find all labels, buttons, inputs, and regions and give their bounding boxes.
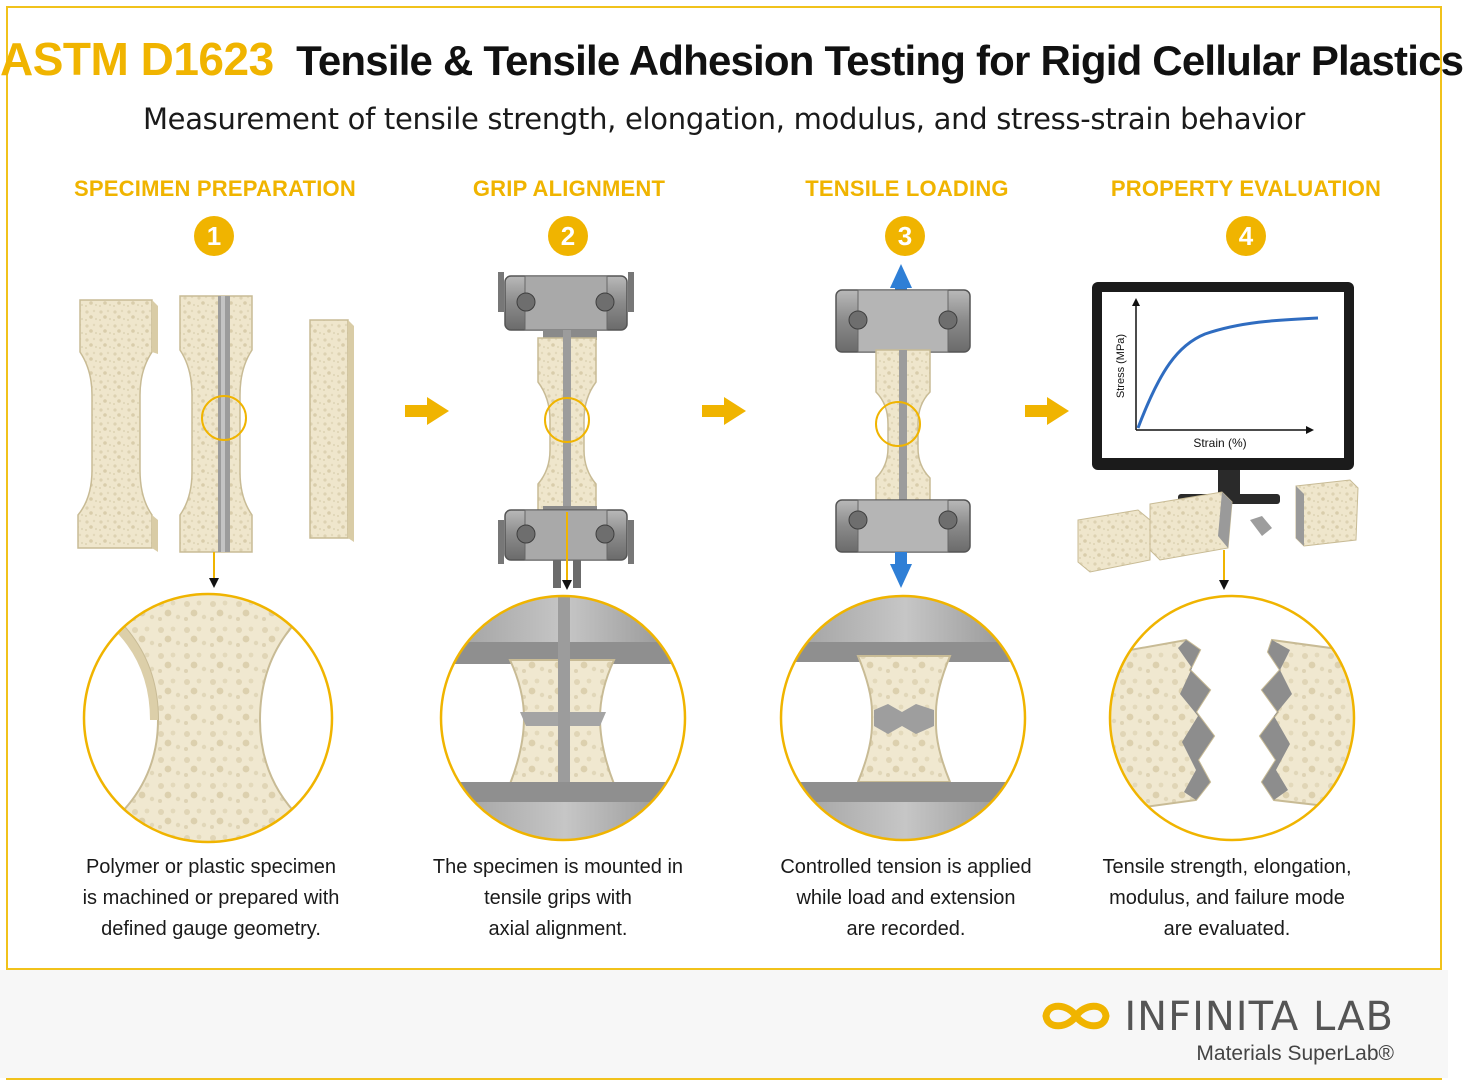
brand-name: INFINITA LAB [1124,994,1394,1040]
step-2-title: GRIP ALIGNMENT [472,176,666,201]
flow-arrow-3 [1025,397,1069,425]
detail-circle-1 [82,592,334,844]
chart-xlabel: Strain (%) [1193,436,1247,450]
step-2-badge: 2 [548,216,588,256]
monitor [1092,282,1354,504]
flow-arrow-2 [702,397,746,425]
step-2-description: The specimen is mounted in tensile grips… [432,856,684,940]
step-3-badge: 3 [885,216,925,256]
title-text: Tensile & Tensile Adhesion Testing for R… [296,37,1463,84]
footer [0,970,1448,1078]
step-4-description: Tensile strength, elongation, modulus, a… [1102,856,1352,940]
bar-specimen [309,319,354,542]
dogbone-specimen-left [77,299,158,552]
step-3-title: TENSILE LOADING [805,176,1009,201]
brand-tagline: Materials SuperLab® [1196,1042,1394,1065]
standard-code: ASTM D1623 [0,33,274,85]
step-1-description: Polymer or plastic specimen is machined … [82,856,340,940]
step-3-description: Controlled tension is applied while load… [780,856,1032,940]
dogbone-specimen-notched [179,295,253,553]
process-illustration [77,264,1359,844]
detail-circle-2 [439,594,687,842]
outer-frame [6,6,1442,1080]
stress-strain-curve [1136,316,1319,429]
step-4-badge: 4 [1226,216,1266,256]
detail-circle-4 [1108,594,1356,842]
footer-divider [8,968,1440,970]
chart-ylabel: Stress (MPa) [1115,333,1127,399]
flow-arrow-1 [405,397,449,425]
step-1-badge: 1 [194,216,234,256]
fractured-blocks [1077,479,1359,573]
loading-assembly [835,264,971,588]
page-title: ASTM D1623 Tensile & Tensile Adhesion Te… [0,32,1463,86]
step-1-title: SPECIMEN PREPARATION [74,176,356,201]
page-subtitle: Measurement of tensile strength, elongat… [142,102,1306,136]
step-4-title: PROPERTY EVALUATION [1110,176,1382,201]
infinity-logo-icon [1042,1002,1110,1030]
detail-circle-3 [779,594,1027,842]
